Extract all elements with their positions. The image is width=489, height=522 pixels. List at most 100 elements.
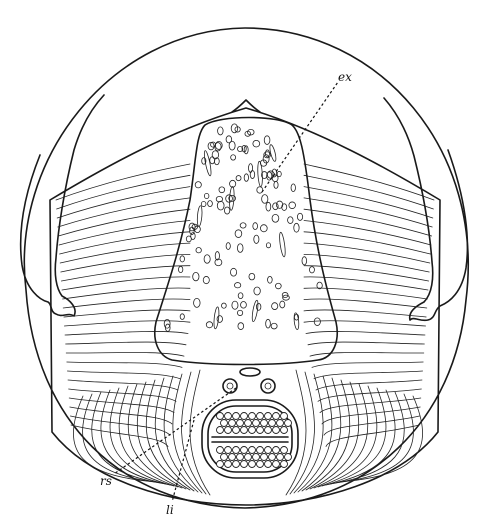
cell xyxy=(265,461,272,468)
fiber-line-right xyxy=(304,164,434,200)
fiber-line-lower-left xyxy=(73,396,158,482)
tubule-section xyxy=(193,272,199,280)
fiber-line-left xyxy=(59,221,190,246)
fiber-line-right xyxy=(304,321,426,326)
tubule-section xyxy=(275,283,281,289)
leader-ex xyxy=(262,82,338,192)
cell xyxy=(249,427,256,434)
fiber-line-lower-left xyxy=(190,370,210,495)
label-ex: ex xyxy=(338,70,352,84)
fiber-line-left xyxy=(64,310,190,317)
tubule-section xyxy=(196,248,201,253)
tubule-section xyxy=(180,314,184,320)
cell xyxy=(233,461,240,468)
cord-septum xyxy=(212,437,288,442)
cell xyxy=(257,413,264,420)
tubule-section xyxy=(262,195,268,204)
tubule-section xyxy=(201,202,206,207)
cell xyxy=(225,413,232,420)
tubule-section xyxy=(219,187,225,193)
tubule-section xyxy=(240,223,246,228)
label-li: li xyxy=(166,503,174,517)
tubule-section xyxy=(180,256,185,262)
tubule-section xyxy=(253,223,258,230)
fiber-line-lower-left xyxy=(137,382,186,489)
fiber-line-right xyxy=(320,398,421,413)
tubule-section xyxy=(280,301,285,308)
cell xyxy=(233,427,240,434)
tubule-section xyxy=(204,193,209,198)
tubule-section xyxy=(250,170,254,178)
cell xyxy=(273,413,280,420)
fiber-line-left xyxy=(63,299,190,308)
cell xyxy=(265,427,272,434)
tubule-section xyxy=(218,127,224,135)
tubule-section xyxy=(194,298,201,307)
tubule-section xyxy=(302,257,307,265)
fiber-line-lower-left xyxy=(92,392,166,484)
tubule-section xyxy=(254,235,259,243)
cell xyxy=(277,454,284,461)
fiber-line-right xyxy=(304,299,427,308)
cell xyxy=(225,461,232,468)
left-flap xyxy=(21,95,104,316)
fiber-line-right xyxy=(322,407,420,424)
tubule-section xyxy=(226,136,232,143)
tubule-section xyxy=(230,268,236,276)
cell xyxy=(229,420,236,427)
cell xyxy=(237,454,244,461)
fiber-line-right xyxy=(308,342,424,345)
tubule-section xyxy=(266,202,271,211)
cell xyxy=(261,454,268,461)
cell xyxy=(245,454,252,461)
fiber-line-left xyxy=(66,342,186,345)
right-vessel-outer xyxy=(261,379,275,393)
right-flap xyxy=(384,98,467,320)
cell xyxy=(281,427,288,434)
tubule-section xyxy=(244,174,248,182)
cell xyxy=(217,413,224,420)
tubule-long xyxy=(197,206,203,227)
tubule-section xyxy=(231,155,236,160)
tubule-section xyxy=(297,213,302,220)
cell xyxy=(285,454,292,461)
fiber-line-right xyxy=(312,362,423,367)
tubule-section xyxy=(256,303,260,310)
tubule-section xyxy=(249,273,255,280)
tubule-section xyxy=(254,287,260,295)
fiber-line-right xyxy=(304,243,430,263)
tubule-section xyxy=(266,243,270,248)
tubule-section xyxy=(272,175,278,182)
tubule-section xyxy=(224,207,229,214)
cavity-tubules xyxy=(164,124,322,331)
tubule-section xyxy=(309,267,314,273)
cell xyxy=(221,454,228,461)
cell xyxy=(241,413,248,420)
cell xyxy=(257,427,264,434)
tubule-section xyxy=(241,302,247,309)
fiber-line-lower-left xyxy=(146,380,190,490)
tubule-section xyxy=(203,276,209,283)
fiber-line-right xyxy=(304,310,426,317)
cell xyxy=(221,420,228,427)
tubule-section xyxy=(212,151,218,159)
cell xyxy=(217,461,224,468)
cell xyxy=(257,461,264,468)
central-cavity xyxy=(155,118,337,365)
tubule-section xyxy=(294,223,299,232)
tubule-section xyxy=(234,283,240,288)
label-rs: rs xyxy=(100,474,112,488)
cell xyxy=(249,461,256,468)
fiber-line-left xyxy=(66,352,184,356)
cell xyxy=(269,420,276,427)
left-vessel-outer xyxy=(223,379,237,393)
tubule-section xyxy=(291,184,295,192)
tubule-long xyxy=(229,186,235,210)
tubule-section xyxy=(289,202,296,209)
fiber-line-right xyxy=(306,331,425,335)
cell xyxy=(233,447,240,454)
fiber-line-lower-left xyxy=(173,374,202,493)
cell xyxy=(217,447,224,454)
small-tube xyxy=(240,368,260,376)
fiber-line-lower-right xyxy=(306,380,350,490)
